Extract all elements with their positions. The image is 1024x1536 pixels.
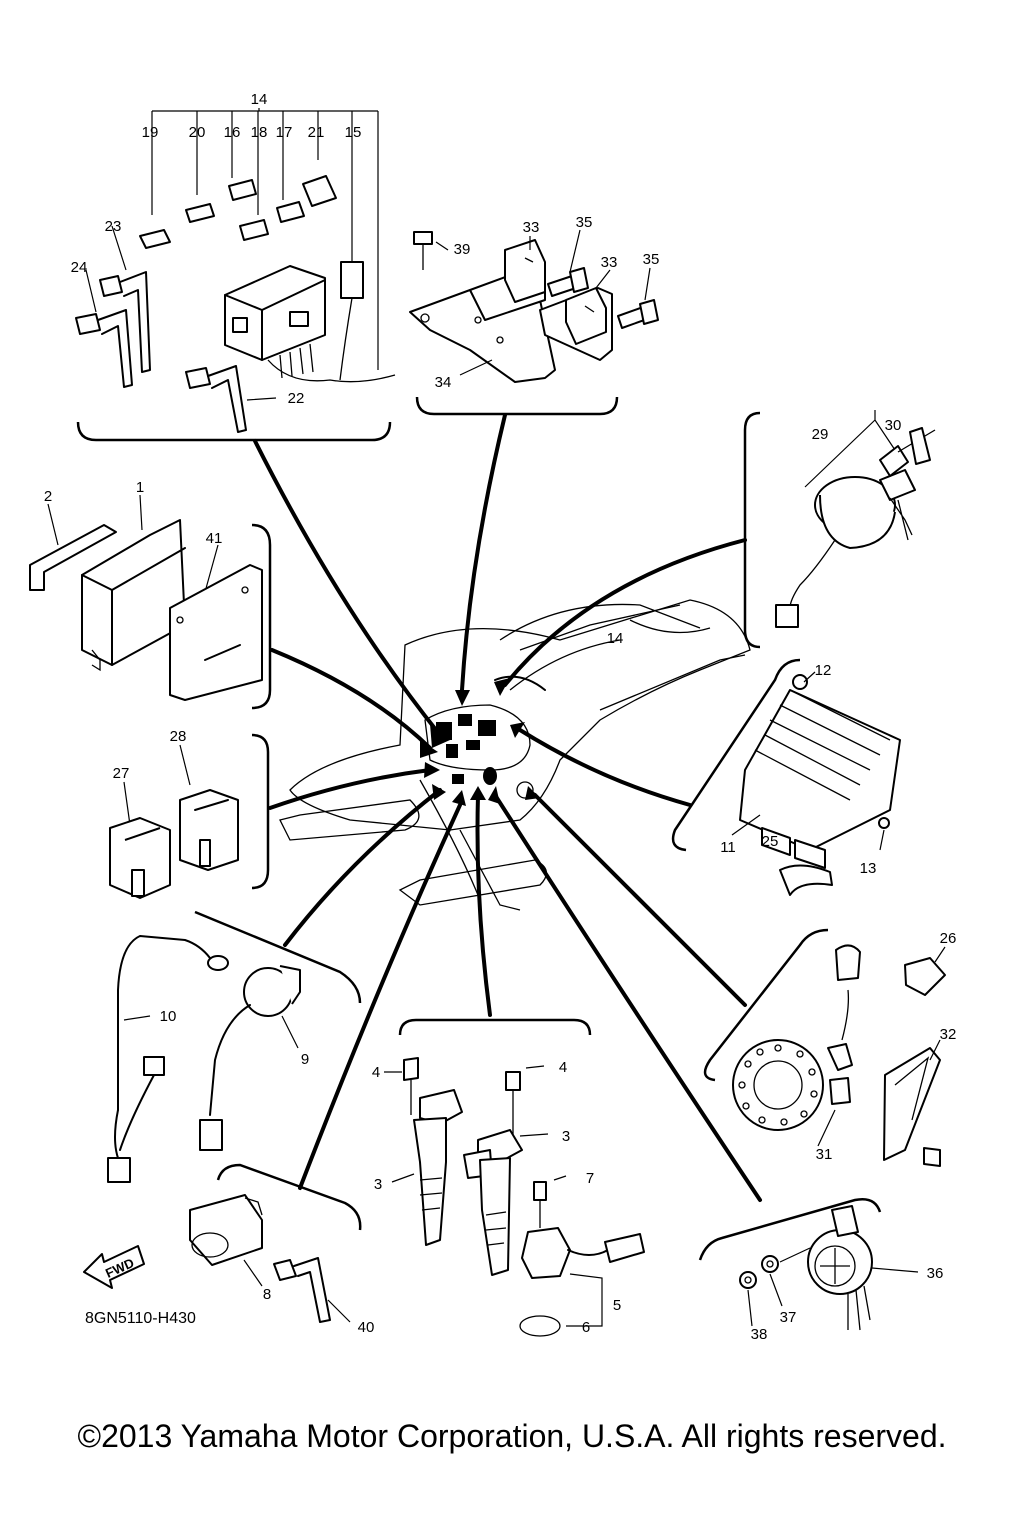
callout-c32: 32 [940, 1026, 957, 1043]
fwd-arrow: FWD [83, 1245, 145, 1289]
fuse-box-group [75, 108, 396, 433]
callout-c11: 11 [720, 839, 736, 856]
vehicle-frame [279, 599, 751, 911]
callout-c10: 10 [160, 1008, 177, 1025]
callout-c16: 16 [224, 124, 241, 141]
copyright-notice: ©2013 Yamaha Motor Corporation, U.S.A. A… [77, 1418, 947, 1454]
relay-bracket-group [409, 229, 659, 383]
callout-c3a: 3 [562, 1128, 570, 1145]
callout-c15: 15 [345, 124, 362, 141]
callout-c27: 27 [113, 765, 130, 782]
callout-c23: 23 [105, 218, 122, 235]
callout-c29: 29 [812, 426, 829, 443]
callout-c17: 17 [276, 124, 293, 141]
callout-c3b: 3 [374, 1176, 382, 1193]
ecu-group [29, 494, 263, 701]
callout-c12: 12 [815, 662, 832, 679]
part-code: 8GN5110-H430 [85, 1310, 196, 1327]
ignition-coil-group [384, 1057, 645, 1337]
callout-c39: 39 [454, 241, 471, 258]
lead-wire-group [107, 935, 301, 1183]
callout-c7: 7 [586, 1170, 594, 1187]
callout-labels: 14 19 20 16 18 17 21 15 23 24 22 33 35 3… [44, 91, 957, 1343]
callout-c2: 2 [44, 488, 52, 505]
callout-c4a: 4 [372, 1064, 380, 1081]
callout-c26: 26 [940, 930, 957, 947]
callout-c36: 36 [927, 1265, 944, 1282]
callout-c28: 28 [170, 728, 187, 745]
regulator-group [731, 671, 901, 896]
callout-c8: 8 [263, 1286, 271, 1303]
callout-c6: 6 [582, 1319, 590, 1336]
relays-group [109, 744, 239, 899]
pointer-rays [253, 413, 762, 1202]
callout-c14_top: 14 [251, 91, 268, 108]
callout-c35b: 35 [643, 251, 660, 268]
callout-c35a: 35 [576, 214, 593, 231]
ray-arrowheads [420, 678, 540, 806]
callout-c9: 9 [301, 1051, 309, 1068]
main-switch-group [775, 410, 936, 628]
callout-c20: 20 [189, 124, 206, 141]
callout-c25: 25 [762, 833, 779, 850]
callout-c41: 41 [206, 530, 223, 547]
switch-group [189, 1194, 351, 1323]
callout-c24: 24 [71, 259, 88, 276]
callout-c33a: 33 [523, 219, 540, 236]
callout-c40: 40 [358, 1319, 375, 1336]
sensor-pad-group [739, 1205, 919, 1331]
group-brackets [76, 396, 882, 1261]
callout-c30: 30 [885, 417, 902, 434]
callout-c13: 13 [860, 860, 877, 877]
callout-c5: 5 [613, 1297, 621, 1314]
callout-c22: 22 [288, 390, 305, 407]
callout-c34: 34 [435, 374, 452, 391]
callout-c21: 21 [308, 124, 325, 141]
callout-c1: 1 [136, 479, 144, 496]
callout-c37: 37 [780, 1309, 797, 1326]
callout-c4b: 4 [559, 1059, 567, 1076]
callout-c31: 31 [816, 1146, 833, 1163]
callout-c38: 38 [751, 1326, 768, 1343]
callout-c19: 19 [142, 124, 159, 141]
callout-c14_mid: 14 [607, 630, 624, 647]
callout-c18: 18 [251, 124, 268, 141]
callout-c33b: 33 [601, 254, 618, 271]
pickup-coil-group [732, 944, 946, 1167]
